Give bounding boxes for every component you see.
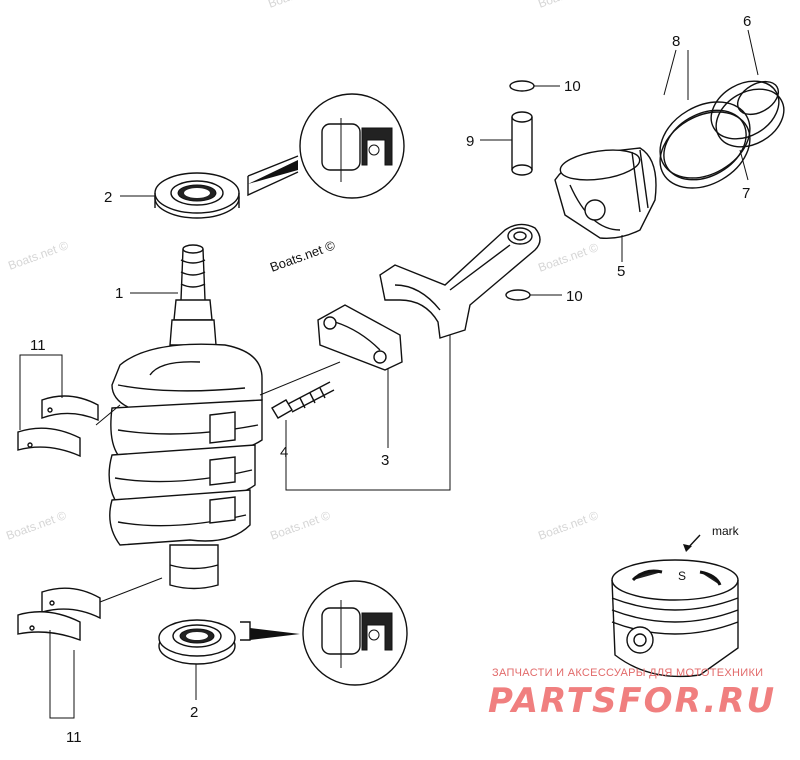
watermark: Boats.net © xyxy=(266,0,330,11)
circlip-lower-part xyxy=(505,289,531,301)
watermark: Boats.net © xyxy=(6,238,70,273)
cap-bolt-part xyxy=(271,381,335,419)
brand-tagline: ЗАПЧАСТИ И АКСЕССУАРЫ ДЛЯ МОТОТЕХНИКИ xyxy=(492,667,763,679)
piston-rings-part xyxy=(659,80,785,189)
callout-9: 9 xyxy=(466,133,474,150)
brand-name: PARTSFOR.RU xyxy=(488,681,776,721)
callout-1: 1 xyxy=(115,285,123,302)
callout-10-upper: 10 xyxy=(564,78,581,95)
callout-5: 5 xyxy=(617,263,625,280)
callout-11-lower: 11 xyxy=(66,729,82,746)
callout-2-upper: 2 xyxy=(104,189,112,206)
piston-part xyxy=(554,147,657,240)
crankshaft-part xyxy=(108,244,263,590)
leader-lines xyxy=(19,29,759,719)
mark-label: mark xyxy=(712,524,740,538)
callout-labels: 1 2 2 3 4 5 6 7 8 9 10 10 11 11 xyxy=(30,13,751,746)
callout-10-lower: 10 xyxy=(566,288,583,305)
oil-seal-lower-part xyxy=(158,619,236,665)
svg-text:S: S xyxy=(678,569,686,583)
seal-detail-lower xyxy=(240,580,408,686)
watermark: Boats.net © xyxy=(268,508,332,543)
callout-3: 3 xyxy=(381,452,389,469)
watermark: Boats.net © xyxy=(536,0,600,11)
callout-7: 7 xyxy=(742,185,750,202)
copyright-label: Boats.net © xyxy=(268,237,338,275)
watermark: Boats.net © xyxy=(4,508,68,543)
bearing-cap-part xyxy=(317,304,403,371)
callout-4: 4 xyxy=(280,444,288,461)
bearing-lower-part xyxy=(17,577,163,642)
piston-pin-part xyxy=(511,111,533,176)
piston-mark-illustration: S mark xyxy=(611,524,740,678)
oil-seal-upper-part xyxy=(154,172,240,219)
watermark-group: Boats.net © Boats.net © Boats.net © Boat… xyxy=(4,0,600,543)
callout-8: 8 xyxy=(672,33,680,50)
bearing-upper-part xyxy=(17,395,121,458)
circlip-upper-part xyxy=(509,80,535,92)
connecting-rod-part xyxy=(379,223,541,339)
watermark: Boats.net © xyxy=(536,240,600,275)
seal-detail-upper xyxy=(247,93,405,199)
callout-2-lower: 2 xyxy=(190,704,198,721)
brand-watermark: ЗАПЧАСТИ И АКСЕССУАРЫ ДЛЯ МОТОТЕХНИКИ PA… xyxy=(488,667,776,721)
callout-6: 6 xyxy=(743,13,751,30)
watermark: Boats.net © xyxy=(536,508,600,543)
callout-11-upper: 11 xyxy=(30,337,46,354)
